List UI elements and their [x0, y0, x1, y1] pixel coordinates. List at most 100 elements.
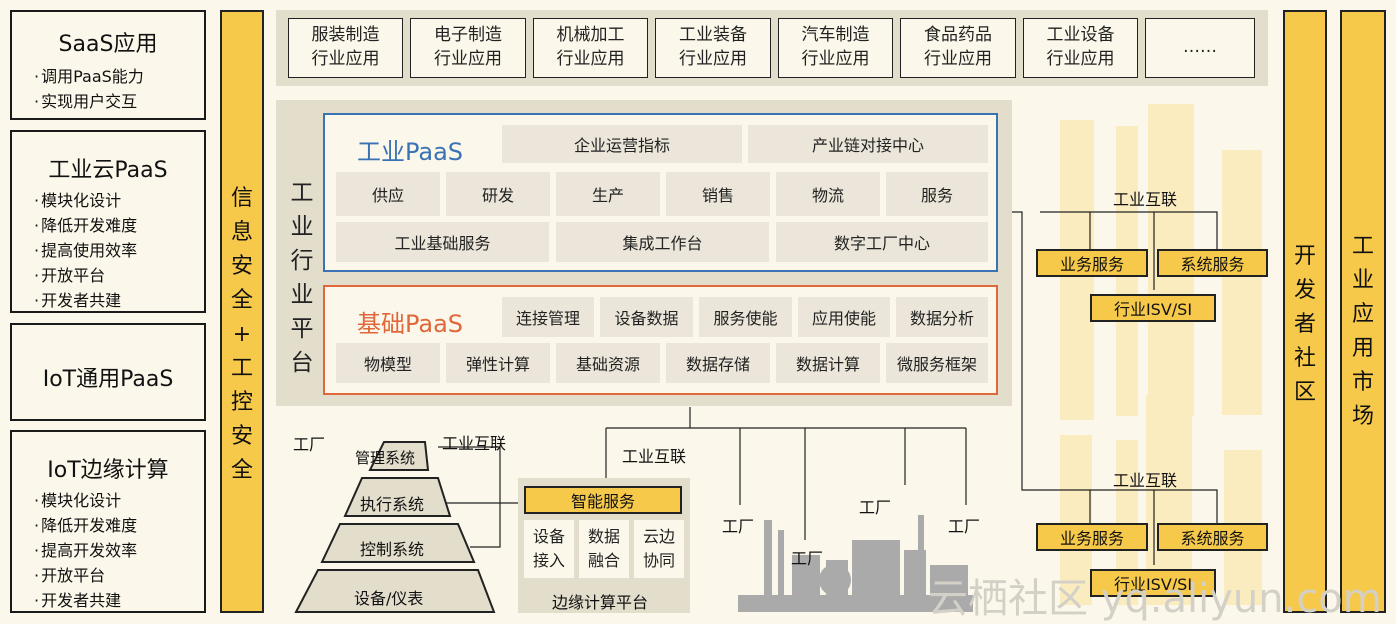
industrial-paas-title: 工业PaaS — [357, 138, 464, 166]
base-paas-item: 数据存储 — [666, 343, 770, 383]
security-char: 控 — [230, 390, 253, 415]
industry-app-apparel: 服装制造行业应用 — [288, 18, 403, 78]
pyramid-level-control: 控制系统 — [360, 540, 425, 559]
ind-paas-function: 生产 — [556, 172, 660, 216]
factory-label: 工厂 — [293, 435, 326, 454]
ind-paas-function: 服务 — [886, 172, 988, 216]
edge-feature: 云边协同 — [634, 520, 684, 578]
security-bar: 信 息 安 全 + 工 控 安 全 — [220, 10, 264, 613]
industry-app-automotive: 汽车制造行业应用 — [778, 18, 893, 78]
base-paas-item: 物模型 — [336, 343, 440, 383]
platform-char: 工 — [290, 180, 314, 206]
pyramid-level-execution: 执行系统 — [360, 495, 425, 514]
saas-app-title: SaaS应用 — [58, 32, 158, 57]
app-market-char: 市 — [1351, 370, 1374, 395]
industrial-app-market-bar: 工 业 应 用 市 场 — [1340, 10, 1386, 613]
base-paas-item: 应用使能 — [798, 297, 890, 337]
industrial-cloud-paas-title: 工业云PaaS — [48, 158, 168, 183]
platform-char: 平 — [290, 316, 314, 342]
app-market-char: 用 — [1351, 336, 1374, 361]
iot-edge-computing-title: IoT边缘计算 — [47, 458, 169, 483]
iot-general-paas-title: IoT通用PaaS — [42, 367, 174, 392]
app-market-char: 应 — [1351, 302, 1374, 327]
platform-char: 业 — [290, 282, 314, 308]
ind-paas-service: 集成工作台 — [556, 222, 769, 262]
saas-item: 实现用户交互 — [34, 89, 144, 114]
base-paas-item: 微服务框架 — [886, 343, 988, 383]
business-service: 业务服务 — [1036, 523, 1148, 551]
business-service: 业务服务 — [1036, 249, 1148, 277]
pyramid-icon — [294, 441, 496, 613]
developer-community-bar: 开 发 者 社 区 — [1283, 10, 1327, 613]
security-char: 安 — [230, 424, 253, 449]
security-char: 全 — [230, 288, 253, 313]
platform-char: 台 — [290, 350, 314, 376]
security-char: 息 — [230, 220, 253, 245]
edge-item: 开放平台 — [34, 563, 137, 588]
base-paas-item: 基础资源 — [556, 343, 660, 383]
app-market-char: 场 — [1351, 404, 1374, 429]
base-paas-item: 设备数据 — [600, 297, 693, 337]
industry-app-electronics: 电子制造行业应用 — [410, 18, 526, 78]
industrial-cloud-paas-box: 工业云PaaS 模块化设计 降低开发难度 提高使用效率 开放平台 开发者共建 — [10, 130, 206, 313]
base-paas-item: 连接管理 — [502, 297, 594, 337]
industrial-internet-label: 工业互联 — [442, 434, 507, 453]
edge-feature: 设备接入 — [524, 520, 574, 578]
iot-general-paas-box: IoT通用PaaS — [10, 323, 206, 421]
industry-app-industrial-device: 工业设备行业应用 — [1023, 18, 1138, 78]
industrial-internet-label: 工业互联 — [1113, 190, 1178, 209]
platform-label: 工 业 行 业 平 台 — [282, 176, 322, 380]
dev-community-char: 开 — [1293, 244, 1316, 269]
system-service: 系统服务 — [1157, 523, 1268, 551]
industrial-internet-label: 工业互联 — [622, 447, 687, 466]
ind-paas-function: 物流 — [776, 172, 880, 216]
security-char: 工 — [230, 356, 253, 381]
dev-community-char: 者 — [1293, 312, 1316, 337]
smart-service: 智能服务 — [524, 486, 682, 514]
ind-paas-function: 销售 — [666, 172, 770, 216]
dev-community-char: 区 — [1293, 380, 1316, 405]
cloud-paas-item: 降低开发难度 — [34, 213, 137, 238]
industry-app-more: …… — [1145, 18, 1255, 78]
ind-paas-service: 工业基础服务 — [336, 222, 549, 262]
security-char: + — [232, 322, 252, 347]
factory-label: 工厂 — [859, 498, 892, 517]
edge-item: 降低开发难度 — [34, 513, 137, 538]
saas-app-box: SaaS应用 调用PaaS能力 实现用户交互 — [10, 10, 206, 120]
factory-label: 工厂 — [948, 517, 981, 536]
ind-paas-service: 数字工厂中心 — [776, 222, 988, 262]
security-char: 信 — [230, 186, 253, 211]
cloud-paas-item: 提高使用效率 — [34, 238, 137, 263]
app-market-char: 业 — [1351, 268, 1374, 293]
edge-platform-title: 边缘计算平台 — [552, 593, 649, 612]
base-paas-item: 数据计算 — [776, 343, 880, 383]
system-service: 系统服务 — [1157, 249, 1268, 277]
base-paas-item: 数据分析 — [896, 297, 988, 337]
saas-item: 调用PaaS能力 — [34, 64, 144, 89]
industry-app-food-pharma: 食品药品行业应用 — [900, 18, 1016, 78]
cloud-paas-item: 模块化设计 — [34, 188, 137, 213]
security-char: 安 — [230, 254, 253, 279]
base-paas-item: 弹性计算 — [446, 343, 550, 383]
app-market-char: 工 — [1351, 234, 1374, 259]
factory-label: 工厂 — [791, 549, 824, 568]
platform-char: 行 — [290, 248, 314, 274]
industry-isv-si: 行业ISV/SI — [1090, 294, 1216, 322]
factory-silhouette-icon — [738, 515, 973, 612]
industry-app-equipment: 工业装备行业应用 — [655, 18, 771, 78]
ind-paas-function: 供应 — [336, 172, 440, 216]
industry-isv-si: 行业ISV/SI — [1090, 569, 1216, 597]
industrial-internet-label: 工业互联 — [1113, 471, 1178, 490]
edge-item: 模块化设计 — [34, 488, 137, 513]
base-paas-item: 服务使能 — [699, 297, 792, 337]
iot-edge-computing-box: IoT边缘计算 模块化设计 降低开发难度 提高开发效率 开放平台 开发者共建 — [10, 430, 206, 613]
dev-community-char: 社 — [1293, 346, 1316, 371]
cloud-paas-item: 开发者共建 — [34, 288, 137, 313]
dev-community-char: 发 — [1293, 278, 1316, 303]
ind-paas-top-item: 产业链对接中心 — [748, 125, 988, 163]
industry-app-machining: 机械加工行业应用 — [533, 18, 648, 78]
platform-char: 业 — [290, 214, 314, 240]
watermark: 云栖社区 yq.aliyun.com — [928, 576, 1382, 622]
base-paas-title: 基础PaaS — [357, 310, 464, 338]
